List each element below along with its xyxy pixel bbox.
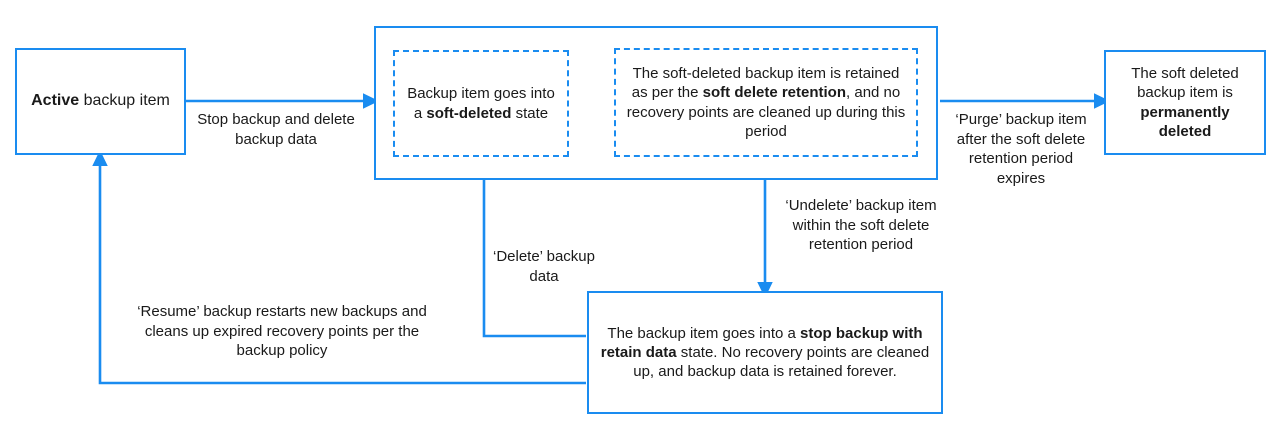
edge-label-purge: ‘Purge’ backup item after the soft delet… (955, 111, 1087, 187)
edge-label-delete: ‘Delete’ backup data (492, 248, 595, 285)
node-soft-deleted-state-label: Backup item goes into a soft-deleted sta… (407, 85, 555, 122)
edge-delete (476, 154, 586, 338)
node-active-backup-item[interactable]: Active backup item (15, 48, 186, 155)
node-soft-deleted-state[interactable]: Backup item goes into a soft-deleted sta… (393, 50, 569, 157)
node-soft-delete-retention-label: The soft-deleted backup item is retained… (626, 65, 906, 140)
edge-label-stop-backup: Stop backup and delete backup data (197, 111, 355, 148)
node-stop-backup-retain-data[interactable]: The backup item goes into a stop backup … (587, 291, 943, 414)
edge-label-undelete: ‘Undelete’ backup item within the soft d… (785, 197, 937, 253)
node-active-backup-item-label: Active backup item (31, 92, 170, 110)
edge-resume (92, 150, 586, 385)
node-soft-delete-retention[interactable]: The soft-deleted backup item is retained… (614, 48, 918, 157)
node-permanently-deleted-label: The soft deleted backup item is permanen… (1131, 65, 1239, 140)
edge-label-resume: ‘Resume’ backup restarts new backups and… (137, 303, 427, 359)
node-stop-backup-retain-data-label: The backup item goes into a stop backup … (600, 324, 930, 381)
node-permanently-deleted[interactable]: The soft deleted backup item is permanen… (1104, 50, 1266, 155)
